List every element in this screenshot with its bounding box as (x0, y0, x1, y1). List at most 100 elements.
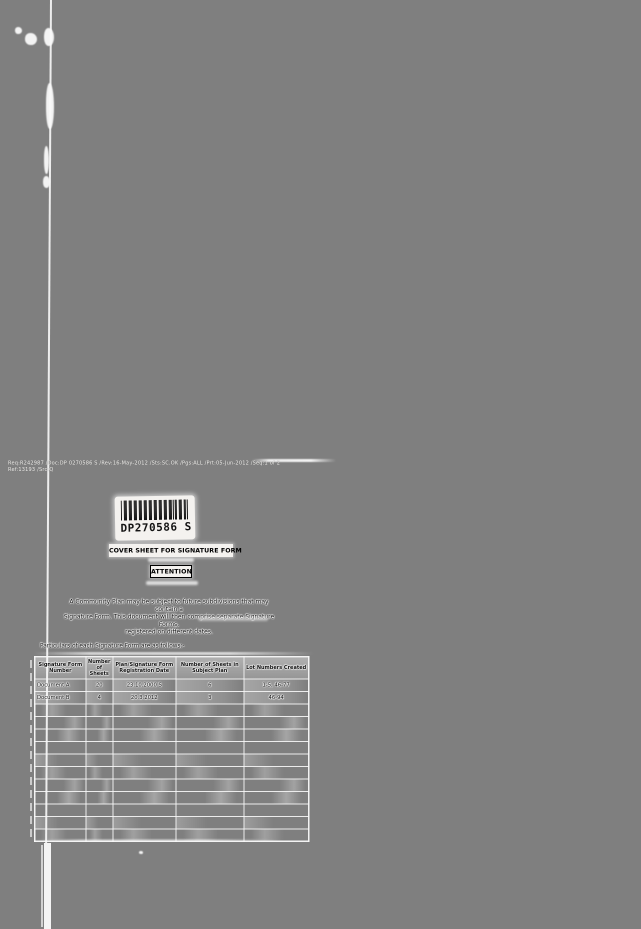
table-cell (112, 778, 177, 792)
table-row (34, 753, 310, 767)
table-cell (243, 765, 310, 780)
table-cell: 20.3.2012 (112, 690, 177, 705)
table-cell (85, 815, 114, 830)
table-cell (243, 803, 310, 817)
table-cell (243, 715, 310, 730)
table-row (34, 828, 310, 842)
table-cell (34, 790, 87, 805)
table-cell (85, 765, 114, 780)
requisition-header-line2: Ref:13193 /Src:Q (8, 467, 54, 473)
notice-line1: A Community Plan may be subject to futur… (69, 598, 269, 613)
table-cell (243, 790, 310, 805)
table-row (34, 815, 310, 830)
table-cell (243, 815, 310, 830)
scan-speck (25, 33, 37, 45)
table-header-cell: Plan/Signature Form Registration Date (112, 656, 177, 680)
table-cell (85, 803, 114, 817)
table-cell: 6 (175, 678, 245, 692)
table-cell (112, 753, 177, 767)
table-cell (112, 828, 177, 842)
table-row (34, 715, 310, 730)
table-cell (112, 703, 177, 717)
cover-sheet-title-strip: COVER SHEET FOR SIGNATURE FORM (109, 544, 242, 557)
table-row (34, 790, 310, 805)
table-cell (112, 728, 177, 742)
table-cell (175, 715, 245, 730)
barcode-icon (120, 499, 189, 521)
table-cell: 46-94 (243, 690, 310, 705)
attention-box: ATTENTION (150, 565, 192, 578)
requisition-header-line1: Req:R242987 /Doc:DP 0270586 S /Rev:16-Ma… (8, 460, 281, 467)
table-cell (175, 765, 245, 780)
table-cell (243, 753, 310, 767)
table-cell (243, 728, 310, 742)
table-header-cell: Number of Sheets in Subject Plan (175, 656, 245, 680)
cover-sheet-title: COVER SHEET FOR SIGNATURE FORM (109, 546, 242, 555)
scan-smudge (198, 617, 268, 621)
particulars-label-wrap: Particulars of each Signature Form are a… (40, 642, 240, 656)
table-cell (85, 728, 114, 742)
table-cell (85, 715, 114, 730)
table-cell (175, 778, 245, 792)
table-cell (85, 753, 114, 767)
table-row (34, 740, 310, 755)
table-cell: 1-5, 46-77 (243, 678, 310, 692)
scan-streak (34, 652, 314, 655)
attention-label: ATTENTION (151, 567, 193, 576)
table-cell (112, 790, 177, 805)
barcode-stamp: DP270586 S (114, 495, 196, 542)
table-cell (85, 828, 114, 842)
table-cell (112, 803, 177, 817)
table-header-cell: Number of Sheets (85, 656, 114, 680)
table-cell: 4 (85, 690, 114, 705)
particulars-label: Particulars of each Signature Form are a… (40, 642, 185, 649)
table-row (34, 803, 310, 817)
requisition-header: Req:R242987 /Doc:DP 0270586 S /Rev:16-Ma… (8, 460, 338, 473)
table-cell (243, 828, 310, 842)
table-cell: 3 (175, 690, 245, 705)
scan-streak (252, 459, 336, 462)
scan-smudge (146, 581, 198, 585)
table-cell (112, 765, 177, 780)
scan-blob (46, 83, 54, 129)
table-cell (175, 753, 245, 767)
table-cell (34, 765, 87, 780)
table-cell (112, 740, 177, 755)
table-row (34, 765, 310, 780)
table-cell (85, 703, 114, 717)
table-cell: Document B (34, 690, 87, 705)
table-cell: Document A (34, 678, 87, 692)
notice-paragraph: A Community Plan may be subject to futur… (58, 598, 280, 673)
notice-line2: Signature Form. This document will then … (63, 613, 275, 628)
table-header-cell: Lot Numbers Created (243, 656, 310, 680)
table-row (34, 778, 310, 792)
scan-blob (44, 28, 54, 46)
scan-blob (43, 176, 50, 188)
table-cell (85, 740, 114, 755)
table-cell (34, 828, 87, 842)
table-cell (243, 778, 310, 792)
scan-blob (44, 146, 49, 174)
scan-speck (15, 27, 22, 34)
table-cell (34, 753, 87, 767)
table-cell (85, 790, 114, 805)
table-cell (175, 803, 245, 817)
scan-speck (139, 851, 143, 854)
table-cell (175, 815, 245, 830)
table-cell (34, 803, 87, 817)
table-margin-marks (30, 660, 32, 838)
table-cell (34, 778, 87, 792)
table-cell (175, 703, 245, 717)
table-cell (243, 740, 310, 755)
barcode-label: DP270586 S (120, 520, 192, 535)
table-cell: 23.10.2000 S (112, 678, 177, 692)
scan-streak (32, 839, 282, 841)
table-cell (175, 740, 245, 755)
table-cell (243, 703, 310, 717)
